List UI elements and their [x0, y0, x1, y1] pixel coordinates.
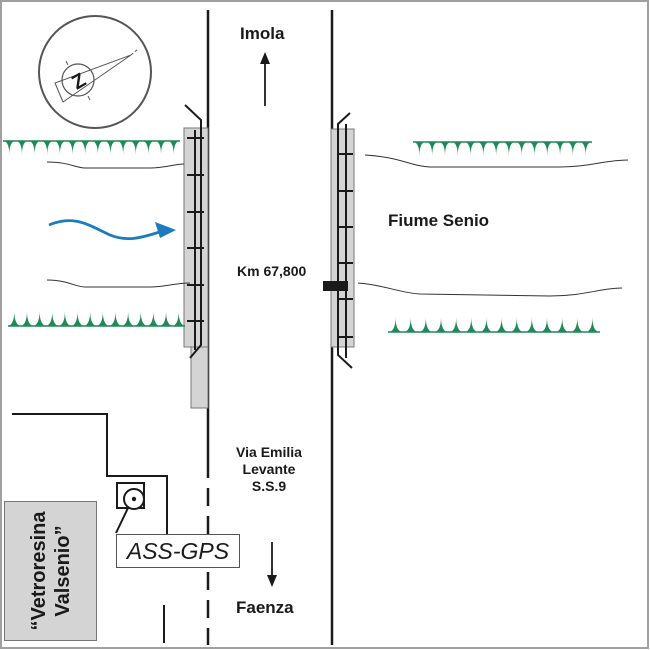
vegetation-mark [414, 142, 425, 156]
gps-antenna-icon [115, 482, 145, 534]
svg-text:Z: Z [68, 69, 90, 94]
vegetation-mark [134, 311, 147, 326]
vegetation-mark [435, 317, 447, 332]
vegetation-mark [555, 142, 566, 156]
arrow-south-icon [267, 542, 277, 587]
vegetation-mark [8, 311, 21, 326]
vegetation-mark [516, 142, 527, 156]
vegetation-mark [452, 142, 463, 156]
vegetation-mark [465, 317, 478, 332]
vegetation-mark [84, 311, 97, 326]
vegetation-mark [419, 317, 432, 332]
building-label-line2: Valsenio” [51, 525, 74, 617]
vegetation-mark [96, 311, 109, 326]
label-road-line1: Via Emilia [236, 444, 302, 460]
vegetation-mark [58, 311, 71, 326]
river-flow-arrow-icon [48, 219, 176, 241]
property-boundary [12, 413, 168, 534]
vegetation-mark [556, 317, 569, 332]
building-label-line1: “Vetroresina [27, 511, 50, 631]
building-label: “Vetroresina Valsenio” [27, 512, 75, 631]
river-bank-south-east [357, 282, 623, 297]
vegetation-mark [143, 141, 154, 155]
vegetation-mark [54, 141, 65, 155]
vegetation-mark [118, 141, 129, 155]
vegetation-mark [109, 311, 122, 326]
vegetation-mark [525, 317, 538, 332]
vegetation-mark [450, 317, 463, 332]
label-km-marker: Km 67,800 [237, 263, 307, 279]
vegetation-mark [16, 141, 27, 155]
label-road: Via Emilia Levante S.S.9 [224, 444, 314, 495]
vegetation-mark [510, 317, 523, 332]
vegetation-south-west [8, 311, 185, 327]
vegetation-mark [122, 311, 135, 326]
label-faenza: Faenza [236, 598, 294, 617]
vegetation-north-east [413, 141, 592, 156]
km-marker-block [323, 281, 348, 291]
label-river: Fiume Senio [388, 211, 490, 230]
vegetation-mark [172, 311, 185, 326]
vegetation-mark [46, 311, 59, 326]
vegetation-mark [541, 317, 553, 332]
vegetation-mark [20, 311, 33, 326]
bridge-west [183, 104, 209, 409]
vegetation-south-east [388, 317, 600, 333]
vegetation-north-west [3, 140, 180, 155]
vegetation-mark [33, 311, 46, 326]
river-bank-north-east [364, 154, 629, 168]
vegetation-mark [92, 141, 103, 155]
vegetation-mark [156, 141, 167, 155]
vegetation-mark [67, 141, 78, 155]
vegetation-mark [29, 141, 40, 155]
river-bank-south-west [46, 279, 191, 288]
vegetation-mark [480, 317, 493, 332]
vegetation-mark [42, 141, 53, 155]
vegetation-mark [80, 141, 91, 155]
vegetation-mark [389, 317, 402, 332]
building-vetroresina-valsenio: “Vetroresina Valsenio” [4, 501, 97, 641]
vegetation-mark [168, 141, 179, 155]
vegetation-mark [478, 142, 489, 156]
gps-station-label: ASS-GPS [116, 534, 240, 568]
arrow-north-icon [260, 52, 270, 106]
vegetation-mark [439, 142, 450, 156]
vegetation-mark [529, 142, 540, 156]
vegetation-mark [160, 311, 173, 326]
label-road-line2: Levante [242, 461, 296, 477]
vegetation-mark [105, 141, 116, 155]
vegetation-mark [571, 317, 584, 332]
vegetation-mark [503, 142, 514, 156]
river-bank-north-west [46, 161, 185, 169]
vegetation-mark [586, 317, 599, 332]
vegetation-mark [580, 142, 591, 156]
vegetation-mark [404, 317, 417, 332]
vegetation-mark [491, 142, 502, 156]
vegetation-mark [4, 141, 15, 155]
vegetation-mark [495, 317, 508, 332]
label-imola: Imola [240, 24, 285, 43]
vegetation-mark [567, 142, 578, 156]
vegetation-mark [71, 311, 84, 326]
label-road-line3: S.S.9 [251, 478, 287, 494]
compass-icon: Z [38, 15, 152, 129]
vegetation-mark [465, 142, 476, 156]
vegetation-mark [542, 142, 553, 156]
vegetation-mark [130, 141, 141, 155]
vegetation-mark [427, 142, 438, 156]
vegetation-mark [147, 311, 160, 326]
bridge-east [330, 112, 355, 369]
